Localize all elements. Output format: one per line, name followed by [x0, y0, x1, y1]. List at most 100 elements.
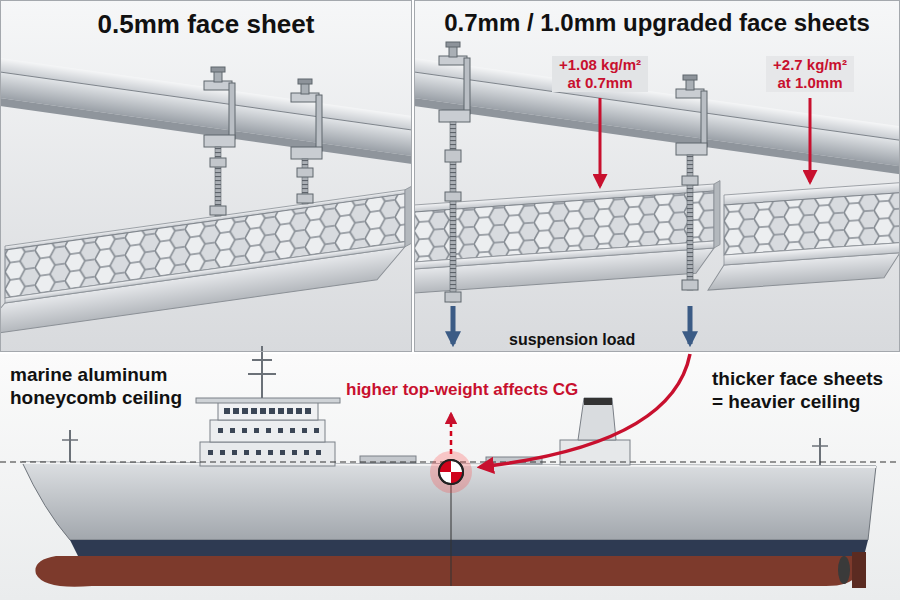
superstructure	[260, 408, 266, 414]
honeycomb-panel	[708, 183, 900, 290]
superstructure	[251, 408, 257, 414]
hanger-rod	[682, 176, 698, 185]
superstructure	[230, 428, 235, 433]
load-label: suspension load	[507, 330, 637, 349]
superstructure	[266, 428, 271, 433]
superstructure	[196, 346, 340, 466]
center-of-gravity	[0, 414, 900, 586]
panel-heading: 0.7mm / 1.0mm upgraded face sheets	[415, 1, 899, 38]
superstructure	[232, 450, 237, 455]
superstructure	[220, 450, 225, 455]
superstructure	[256, 450, 261, 455]
hanger-rod	[676, 75, 707, 155]
superstructure	[292, 450, 297, 455]
superstructure	[208, 450, 213, 455]
hanger-rod	[445, 292, 461, 302]
weight-increase-label: +2.7 kg/m² at 1.0mm	[766, 56, 854, 92]
deck-equipment	[360, 456, 416, 463]
deck-equipment	[69, 430, 71, 462]
superstructure	[242, 428, 247, 433]
superstructure	[244, 450, 249, 455]
support-rail	[0, 58, 412, 164]
superstructure	[196, 398, 340, 403]
hanger-rod	[450, 122, 456, 302]
hanger-rod	[204, 67, 235, 147]
honeycomb-panel	[0, 184, 412, 336]
superstructure	[280, 450, 285, 455]
warning-label: higher top-weight affects CG	[346, 380, 578, 400]
weight-arrow	[599, 98, 602, 186]
center-of-gravity	[439, 460, 463, 484]
ship	[838, 556, 850, 584]
superstructure	[304, 450, 309, 455]
panel-heading: 0.5mm face sheet	[1, 1, 411, 40]
hanger-rod	[297, 194, 313, 203]
effect-arrow	[480, 354, 690, 467]
honeycomb-panel	[414, 181, 720, 295]
deck-equipment	[819, 438, 821, 465]
hanger-rod	[445, 150, 461, 162]
deck-equipment	[812, 445, 828, 447]
superstructure	[268, 450, 273, 455]
deck-equipment	[584, 398, 612, 405]
hanger-rod	[204, 67, 322, 216]
panel-background	[414, 0, 900, 352]
superstructure	[269, 408, 275, 414]
callout-label: marine aluminum honeycomb ceiling	[10, 364, 190, 410]
superstructure	[224, 408, 230, 414]
superstructure	[302, 428, 307, 433]
weight-increase-label: +2.7 kg/m² at 1.0mm	[766, 56, 854, 92]
superstructure	[218, 402, 318, 420]
superstructure	[287, 408, 293, 414]
superstructure	[248, 373, 276, 375]
superstructure	[278, 428, 283, 433]
support-rail	[414, 98, 900, 174]
panel: 0.5mm face sheet	[0, 0, 412, 352]
weight-arrow	[809, 98, 812, 182]
hanger-rod	[445, 192, 461, 201]
honeycomb-panel	[414, 241, 714, 269]
panel: 0.7mm / 1.0mm upgraded face sheets	[414, 0, 900, 352]
ship	[35, 556, 864, 587]
hanger-rod	[291, 79, 322, 159]
superstructure	[316, 450, 321, 455]
superstructure	[218, 428, 223, 433]
ship	[852, 552, 866, 588]
hanger-rod	[210, 206, 226, 215]
honeycomb-panel	[405, 184, 412, 246]
superstructure	[254, 428, 259, 433]
superstructure	[208, 408, 321, 455]
superstructure	[261, 346, 263, 398]
superstructure	[210, 420, 325, 442]
hanger-rod	[687, 155, 693, 290]
hanger-rod	[439, 42, 707, 302]
superstructure	[242, 408, 248, 414]
ceiling-assembly	[0, 58, 412, 336]
weight-increase-label: +1.08 kg/m² at 0.7mm	[552, 56, 648, 92]
panel-background	[0, 354, 900, 600]
center-of-gravity	[439, 460, 463, 484]
warning-label: higher top-weight affects CG	[346, 380, 578, 400]
superstructure	[233, 408, 239, 414]
honeycomb-panel	[5, 194, 405, 298]
hanger-rod	[682, 280, 698, 290]
callout-label: marine aluminum honeycomb ceiling	[10, 364, 190, 410]
deck-equipment	[578, 398, 616, 440]
superstructure	[290, 428, 295, 433]
hanger-rod	[297, 168, 313, 177]
callout-label: thicker face sheets = heavier ceiling	[712, 368, 892, 414]
superstructure	[314, 428, 319, 433]
superstructure	[305, 408, 311, 414]
deck-equipment	[62, 439, 78, 441]
honeycomb-panel	[5, 194, 405, 298]
load-label: suspension load	[507, 330, 637, 349]
center-of-gravity	[430, 451, 472, 493]
superstructure	[296, 408, 302, 414]
center-of-gravity	[450, 414, 453, 454]
callout-label: thicker face sheets = heavier ceiling	[712, 368, 892, 414]
hanger-rod	[210, 158, 226, 167]
honeycomb-panel	[5, 242, 405, 303]
